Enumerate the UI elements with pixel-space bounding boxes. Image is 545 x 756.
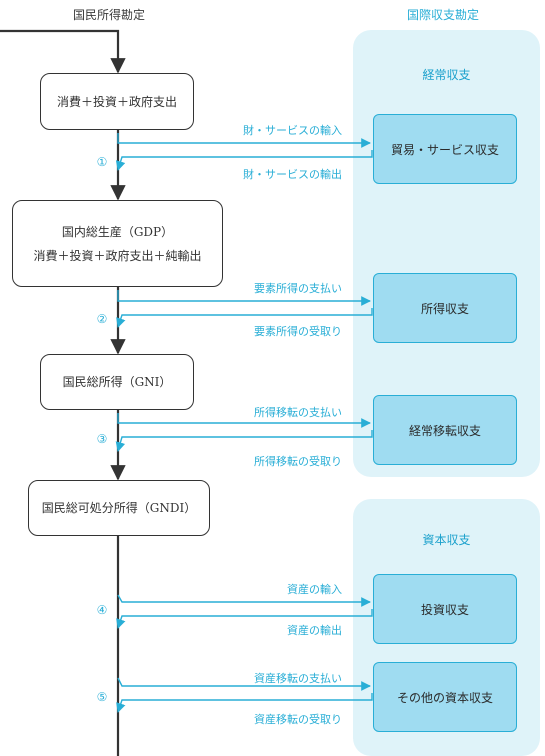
- marker-1: ①: [96, 155, 108, 169]
- arrow-imports-goods: [117, 133, 371, 148]
- investment-balance-box: 投資収支: [373, 574, 517, 644]
- label-exports-goods: 財・サービスの輸出: [243, 168, 342, 181]
- label-transfers-paid: 所得移転の支払い: [254, 406, 342, 419]
- national-accounts-header: 国民所得勘定: [73, 8, 146, 22]
- income-balance-label: 所得収支: [420, 301, 469, 316]
- gdp-box: 国内総生産（GDP） 消費＋投資＋政府支出＋純輸出: [12, 200, 223, 287]
- income-balance-box: 所得収支: [373, 273, 517, 343]
- arrow-factor-income-received: [116, 308, 373, 328]
- arrow-assets-imports: [117, 594, 371, 607]
- current-transfers-label: 経常移転収支: [408, 423, 481, 438]
- other-capital-box: その他の資本収支: [373, 662, 517, 732]
- label-capital-transfers-received: 資産移転の受取り: [254, 713, 342, 726]
- arrow-transfers-paid: [117, 413, 371, 428]
- gni-box: 国民総所得（GNI）: [40, 354, 194, 410]
- investment-balance-label: 投資収支: [420, 602, 469, 617]
- label-capital-transfers-paid: 資産移転の支払い: [254, 672, 342, 685]
- expenditure-box: 消費＋投資＋政府支出: [40, 73, 194, 130]
- marker-4: ④: [96, 603, 108, 617]
- marker-5: ⑤: [96, 690, 108, 704]
- arrow-factor-income-paid: [117, 290, 371, 306]
- gni-text: 国民総所得（GNI）: [62, 375, 172, 389]
- label-factor-income-received: 要素所得の受取り: [254, 325, 342, 338]
- label-imports-goods: 財・サービスの輸入: [243, 124, 342, 137]
- label-factor-income-paid: 要素所得の支払い: [254, 282, 342, 295]
- gndi-box: 国民総可処分所得（GNDI）: [28, 480, 210, 536]
- trade-balance-label: 貿易・サービス収支: [390, 142, 499, 157]
- gdp-title: 国内総生産（GDP）: [61, 224, 174, 239]
- arrow-capital-transfers-paid: [117, 677, 371, 691]
- marker-2: ②: [96, 312, 108, 326]
- label-transfers-received: 所得移転の受取り: [254, 455, 342, 468]
- marker-3: ③: [96, 432, 108, 446]
- outer-flow-line: [0, 29, 118, 756]
- arrow-assets-exports: [116, 609, 373, 629]
- arrow-transfers-received: [115, 430, 373, 452]
- gdp-formula: 消費＋投資＋政府支出＋純輸出: [33, 248, 202, 263]
- bop-accounts-header: 国際収支勘定: [407, 8, 480, 22]
- current-transfers-box: 経常移転収支: [373, 395, 517, 465]
- capital-account-title: 資本収支: [422, 533, 471, 547]
- other-capital-label: その他の資本収支: [396, 690, 493, 705]
- label-assets-imports: 資産の輸入: [287, 583, 342, 596]
- arrow-capital-transfers-received: [116, 693, 373, 713]
- trade-balance-box: 貿易・サービス収支: [373, 114, 517, 184]
- gndi-text: 国民総可処分所得（GNDI）: [41, 501, 197, 515]
- label-assets-exports: 資産の輸出: [287, 624, 342, 637]
- current-account-title: 経常収支: [422, 68, 471, 82]
- arrow-exports-goods: [115, 150, 373, 171]
- expenditure-text: 消費＋投資＋政府支出: [56, 94, 177, 109]
